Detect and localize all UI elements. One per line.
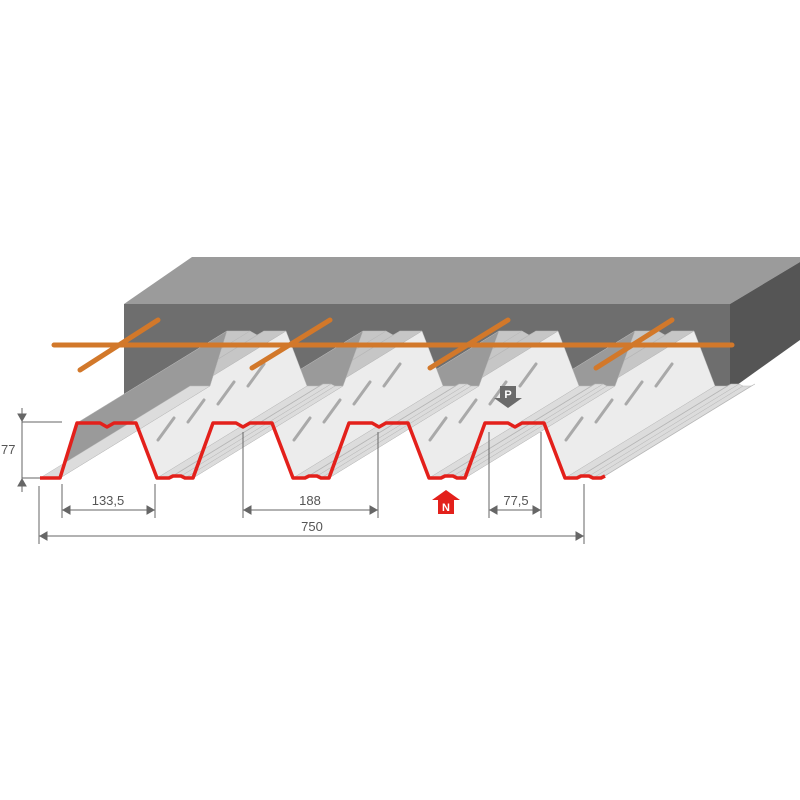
embossment (216, 380, 236, 406)
svg-text:P: P (504, 389, 511, 401)
embossment (518, 362, 538, 388)
embossment (654, 362, 674, 388)
steel-deck (39, 330, 756, 479)
concrete-side-face (730, 262, 800, 390)
dim-trough-width: 133,5 (92, 493, 125, 508)
embossment (352, 380, 372, 406)
rebar (51, 317, 735, 373)
positive-marker: P (494, 386, 522, 408)
dim-height: 77 (1, 442, 15, 457)
profile-outline (40, 421, 606, 480)
embossment (186, 398, 206, 424)
embossment (156, 416, 176, 442)
embossment (428, 416, 448, 442)
rebar-transverse-4 (593, 317, 675, 371)
embossment (382, 362, 402, 388)
rebar-transverse-3 (427, 317, 511, 371)
dim-cover-width: 750 (301, 519, 323, 534)
svg-text:N: N (442, 502, 450, 514)
embossment (246, 362, 266, 388)
embossment (292, 416, 312, 442)
embossment (564, 416, 584, 442)
dimension-lines (17, 408, 585, 544)
embossment (488, 380, 508, 406)
dim-rib-pitch: 188 (299, 493, 321, 508)
embossment (458, 398, 478, 424)
negative-marker: N (432, 490, 460, 514)
concrete-top-face (124, 257, 800, 304)
arrow-down-icon (494, 386, 522, 408)
embossment (624, 380, 644, 406)
embossment (594, 398, 614, 424)
dim-rib-top-width: 77,5 (503, 493, 528, 508)
arrow-up-icon (432, 490, 460, 514)
rebar-transverse-2 (249, 317, 333, 371)
embossment (322, 398, 342, 424)
rebar-transverse-1 (77, 317, 161, 373)
